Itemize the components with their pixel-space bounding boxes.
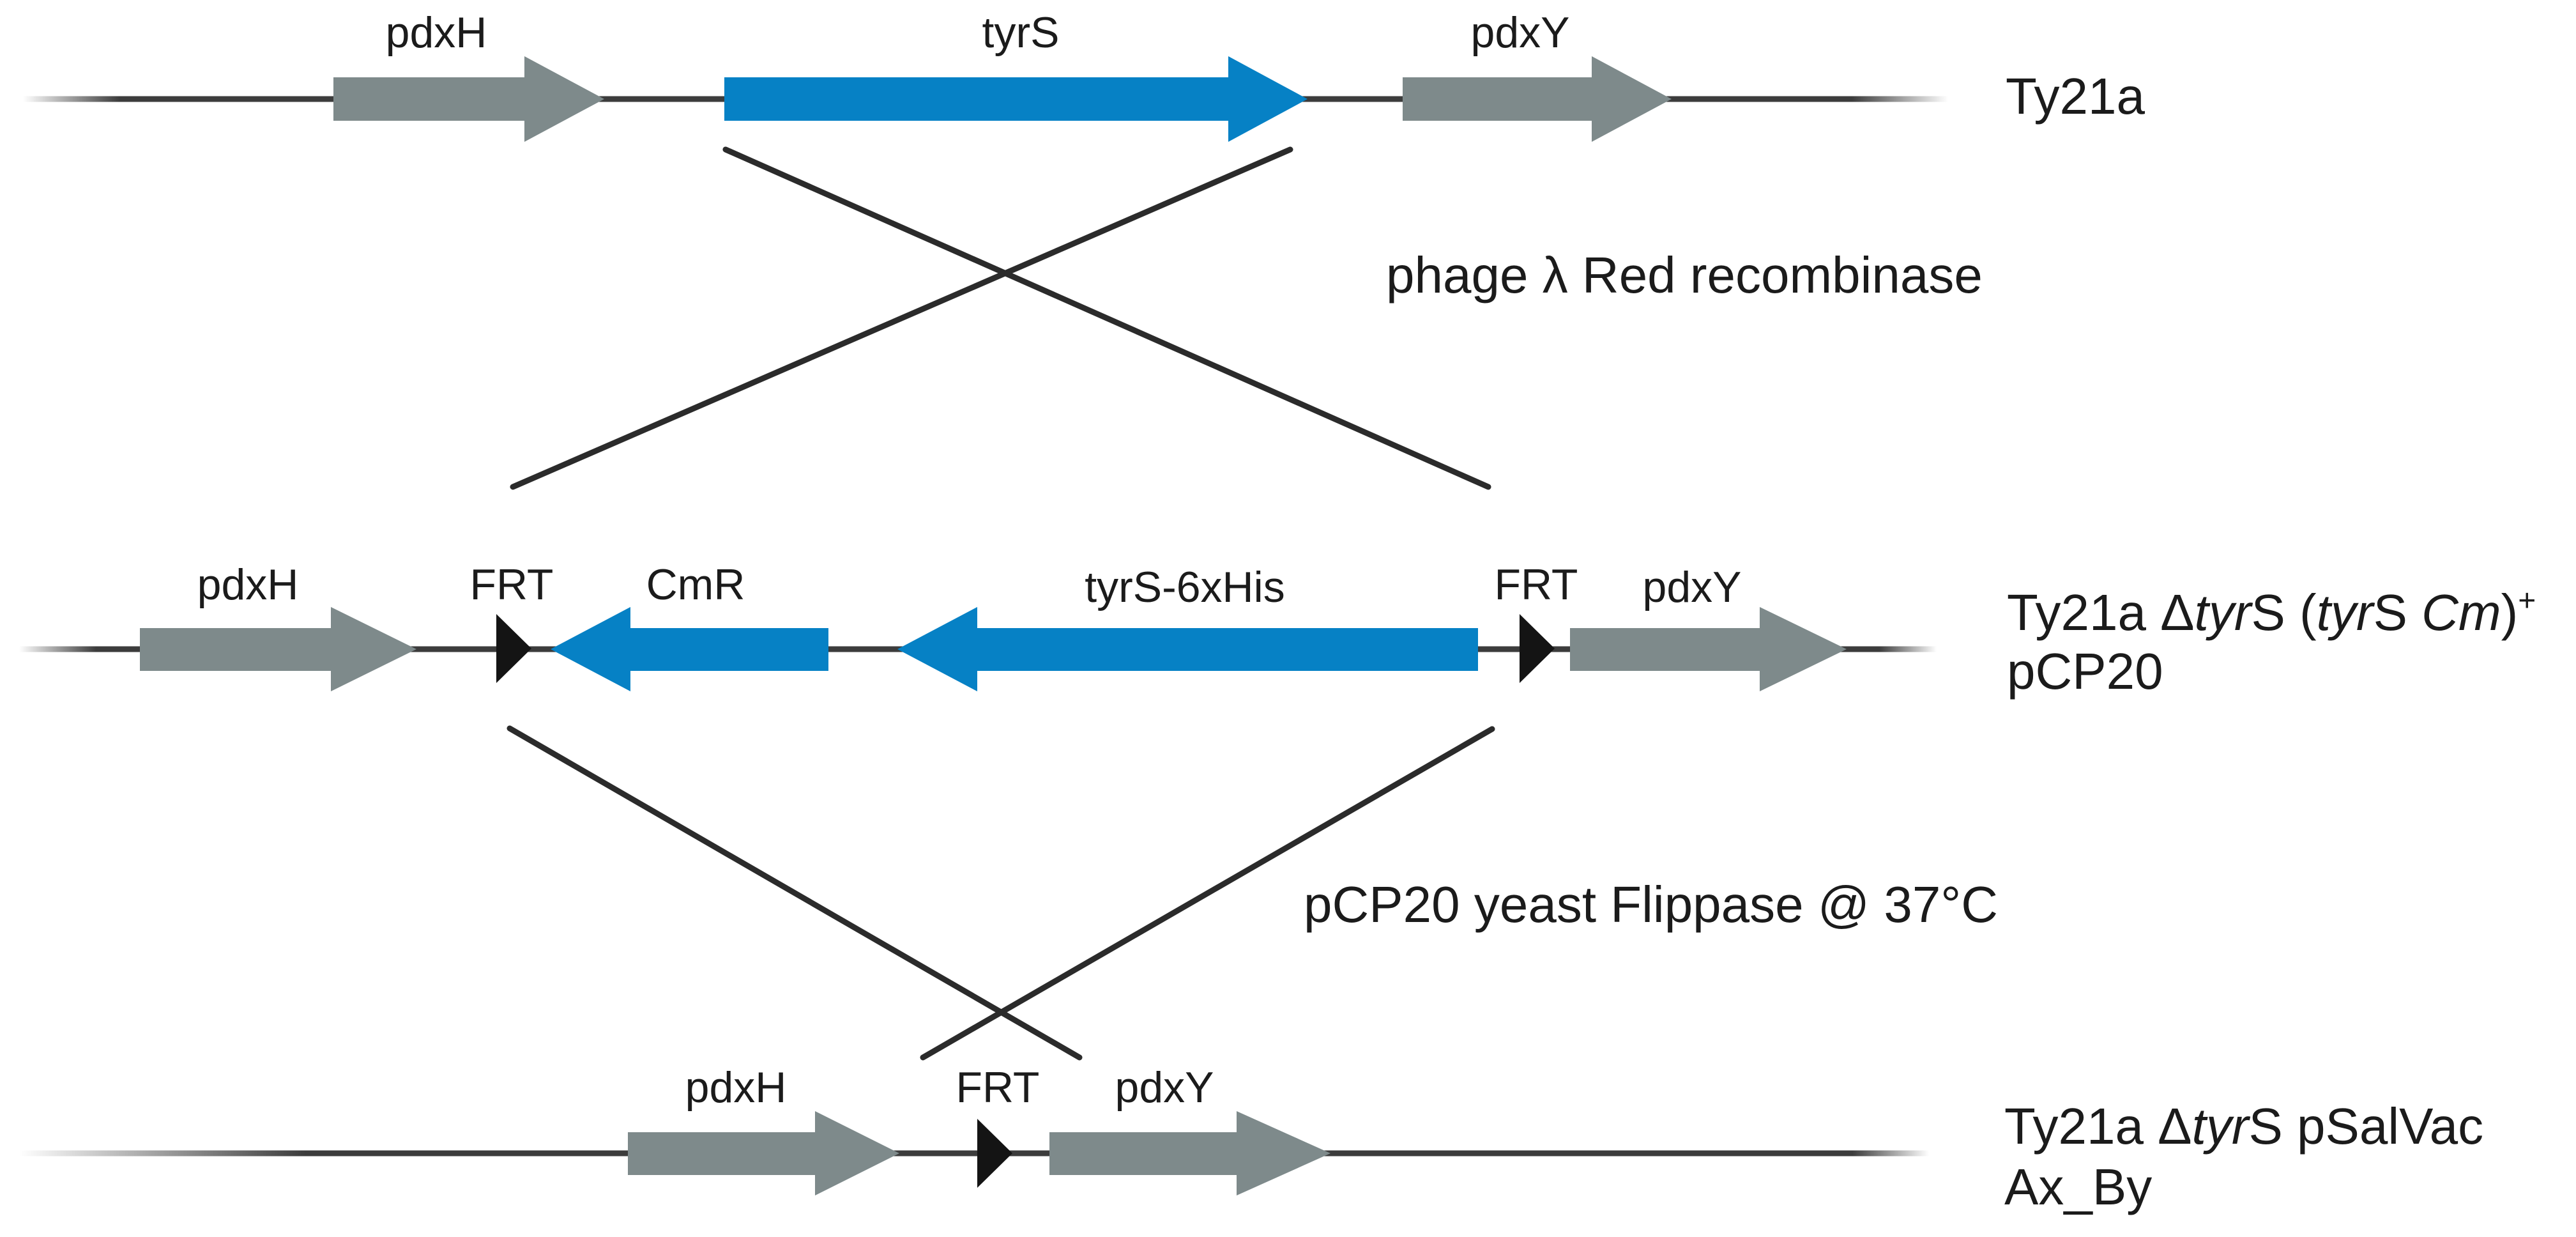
gene-label-pdxh-row1: pdxH xyxy=(386,8,487,57)
gene-label-pdxy-row2: pdxY xyxy=(1643,563,1742,611)
frt-label-right-row2: FRT xyxy=(1495,560,1578,609)
gene-arrow-pdxh-row2 xyxy=(140,607,416,691)
gene-arrow-tyrs-6xhis-row2 xyxy=(897,607,1478,691)
gene-label-pdxy-row1: pdxY xyxy=(1471,8,1570,57)
locus-row-delta-tyrs-final: pdxH FRT pdxY Ty21a ΔtyrS pSalVac Ax_By xyxy=(19,1063,2483,1215)
gene-label-tyrs-6xhis-row2: tyrS-6xHis xyxy=(1085,563,1285,611)
strain-label-final-line1: Ty21a ΔtyrS pSalVac xyxy=(2004,1098,2483,1155)
gene-arrow-pdxh-row3 xyxy=(628,1111,899,1195)
locus-row-ty21a: pdxH tyrS pdxY Ty21a xyxy=(23,8,2145,142)
crossover-step2: pCP20 yeast Flippase @ 37°C xyxy=(507,725,1998,1061)
gene-arrow-pdxh-row1 xyxy=(333,56,604,142)
frt-site-triangle-row3 xyxy=(977,1119,1012,1188)
gene-arrow-cmr-row2 xyxy=(551,607,828,691)
locus-row-delta-tyrs-cm: pdxH FRT CmR tyrS-6xHis FRT pdxY Ty21a Δ… xyxy=(19,560,2536,700)
gene-arrow-pdxy-row2 xyxy=(1570,607,1847,691)
gene-label-pdxh-row2: pdxH xyxy=(197,560,299,609)
strain-label-delta-tyrs-cm-line1: Ty21a ΔtyrS (tyrS Cm)+ xyxy=(2007,584,2536,641)
gene-label-pdxh-row3: pdxH xyxy=(685,1063,787,1112)
frt-site-triangle-right-row2 xyxy=(1520,614,1555,683)
gene-arrow-tyrs-row1 xyxy=(724,56,1307,142)
crossover-line-2b xyxy=(920,726,1495,1061)
gene-arrow-pdxy-row1 xyxy=(1403,56,1672,142)
gene-arrow-pdxy-row3 xyxy=(1049,1111,1330,1195)
gene-label-pdxy-row3: pdxY xyxy=(1115,1063,1214,1112)
gene-label-cmr-row2: CmR xyxy=(646,560,745,609)
step-label-pcp20-flippase: pCP20 yeast Flippase @ 37°C xyxy=(1304,876,1998,933)
crossover-line-1a xyxy=(722,146,1491,490)
frt-label-left-row2: FRT xyxy=(470,560,554,609)
strain-label-delta-tyrs-cm-line2: pCP20 xyxy=(2007,643,2163,700)
frt-label-row3: FRT xyxy=(956,1063,1040,1112)
step-label-phage-lambda-red-recombinase: phage λ Red recombinase xyxy=(1386,247,1983,303)
gene-label-tyrs-row1: tyrS xyxy=(982,8,1060,57)
strain-label-final-line2: Ax_By xyxy=(2004,1158,2152,1215)
frt-site-triangle-left-row2 xyxy=(496,614,531,683)
crossover-line-2a xyxy=(507,725,1083,1061)
crossover-line-1b xyxy=(510,146,1293,490)
crossover-step1: phage λ Red recombinase xyxy=(510,146,1983,490)
strain-label-ty21a: Ty21a xyxy=(2006,68,2145,125)
